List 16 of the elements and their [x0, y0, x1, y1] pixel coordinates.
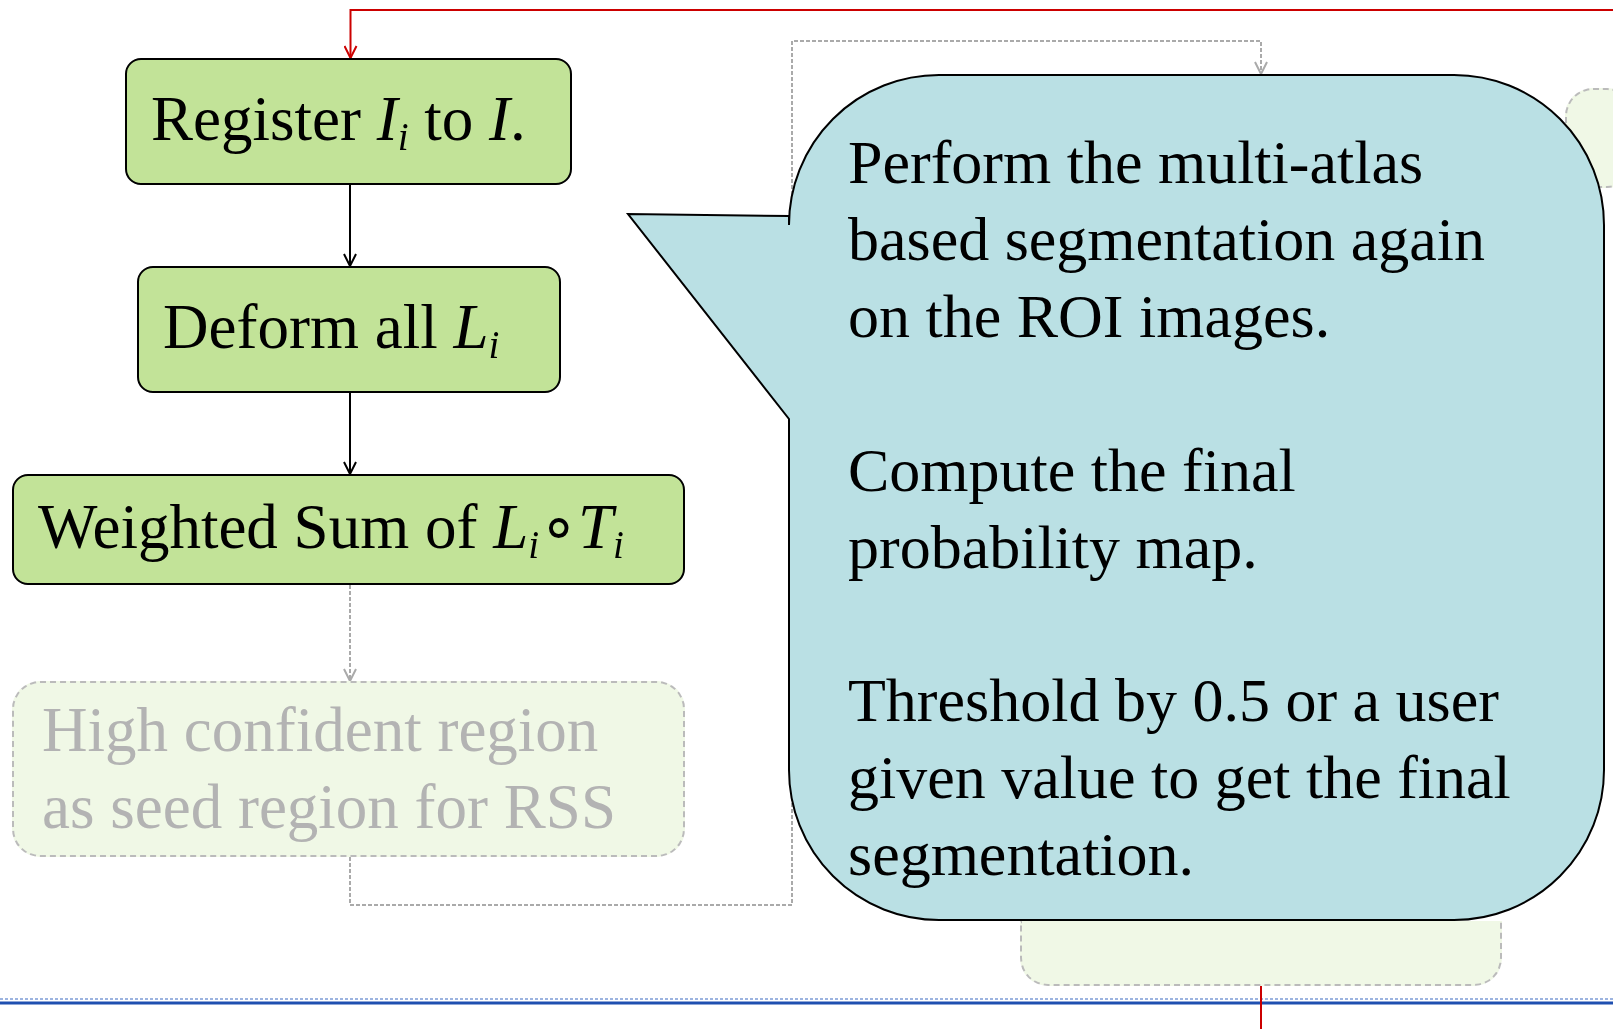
box-label: Deform all L$_{i}$ — [163, 292, 500, 367]
process-box — [137, 266, 561, 393]
process-box — [125, 58, 572, 185]
box-label: Weighted Sum of L$_{i}$∘T$_{i}$ — [38, 492, 624, 567]
faded-process-box — [1020, 921, 1502, 986]
box-label: High confident region as seed region for RSS — [42, 694, 617, 844]
connector-arrow — [343, 184, 357, 267]
faded-process-box — [12, 681, 685, 857]
callout-text: Perform the multi-atlas based segmentation again on the ROI images. — [848, 127, 1486, 352]
connector-arrow — [343, 392, 357, 475]
process-box — [12, 474, 685, 585]
callout-text: Threshold by 0.5 or a user given value to get the final segmentation. — [848, 665, 1512, 890]
arrow — [343, 9, 1613, 59]
box-label: Register I$_{i}$ to I. — [151, 84, 526, 159]
callout-text: Compute the final probability map. — [848, 435, 1297, 583]
connector-arrow — [343, 584, 357, 682]
